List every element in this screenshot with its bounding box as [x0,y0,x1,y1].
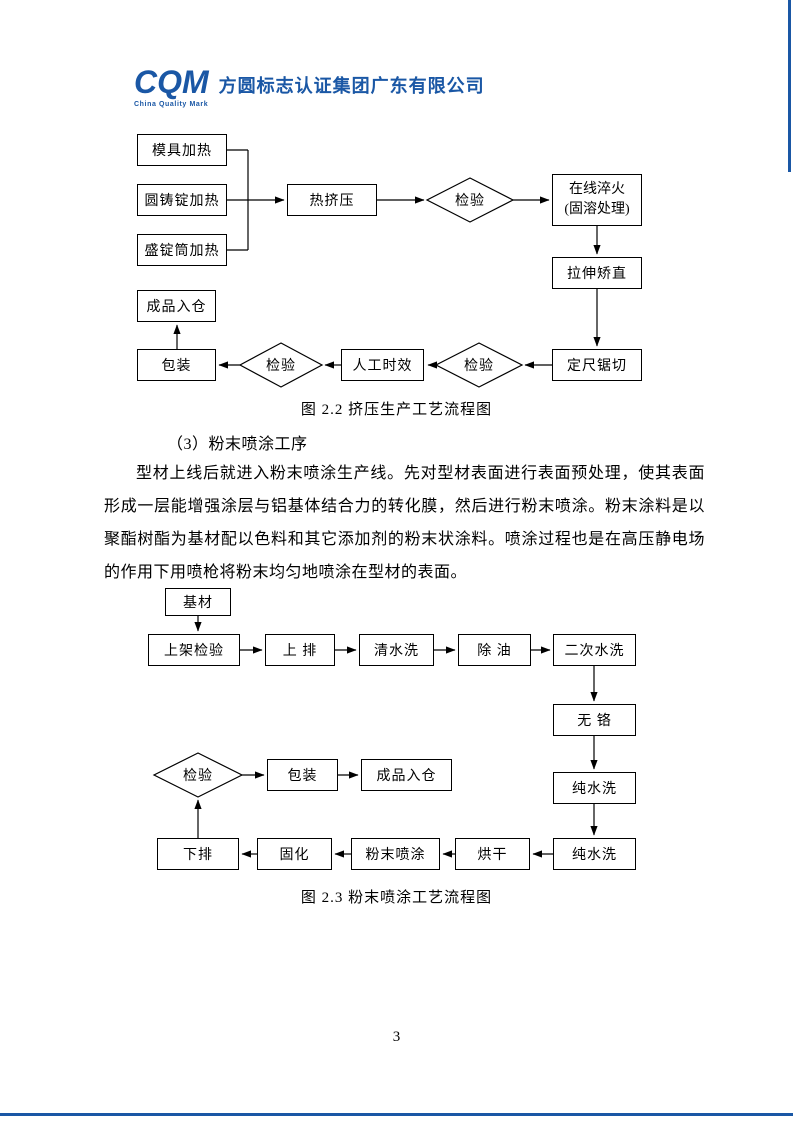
logo-text: CQM [134,64,209,100]
flow1-node-mold-heating: 模具加热 [137,134,227,166]
flow2-node-degrease: 除 油 [458,634,531,666]
flow2-node-base-material: 基材 [165,588,231,616]
flow2-node-pure-rinse-1: 纯水洗 [553,772,636,804]
flow1-inspection1-diamond [425,177,515,223]
flow1-node-cut-to-length: 定尺锯切 [552,349,642,381]
flow1-connectors [173,149,601,388]
flow1-node-inspection-1: 检验 [455,194,485,209]
figure-2-2-caption: 图 2.2 挤压生产工艺流程图 [300,402,493,418]
flow1-node-hot-extrusion: 热挤压 [287,184,377,216]
flow2-node-chrome-free: 无 铬 [553,704,636,736]
section-paragraph: 型材上线后就进入粉末喷涂生产线。先对型材表面进行表面预处理，使其表面形成一层能增… [104,465,705,581]
flow2-node-pure-rinse-2: 纯水洗 [553,838,636,870]
flow1-node-online-quenching: 在线淬火 (固溶处理) [552,174,642,226]
flow1-node-packing: 包装 [137,349,216,381]
flow2-node-second-rinse: 二次水洗 [553,634,636,666]
flow2-inspection-diamond [152,752,244,798]
page-number: 3 [392,1029,401,1045]
flow2-node-curing: 固化 [257,838,332,870]
flow1-node-stretch-straightening: 拉伸矫直 [552,257,642,289]
flow2-node-finished-goods-storage: 成品入仓 [361,759,452,791]
flow2-node-packing: 包装 [267,759,338,791]
flow2-node-powder-spraying: 粉末喷涂 [351,838,440,870]
company-name: 方圆标志认证集团广东有限公司 [218,76,485,96]
flow1-node-inspection-2: 检验 [464,359,494,374]
figure-2-3-caption: 图 2.3 粉末喷涂工艺流程图 [300,890,493,906]
page-border-bottom [0,1113,793,1116]
cqm-logo: CQM China Quality Mark [134,66,209,108]
flow1-node-round-ingot-heating: 圆铸锭加热 [137,184,227,216]
logo-subtext: China Quality Mark [134,101,209,108]
flow2-connectors [152,616,598,858]
section-heading: （3）粉末喷涂工序 [167,436,308,453]
flow1-inspection3-diamond [238,342,324,388]
page-border-right [788,0,791,172]
flow2-node-rack-inspection: 上架检验 [148,634,240,666]
flow1-node-inspection-3: 检验 [266,359,296,374]
flow1-inspection2-diamond [434,342,524,388]
flow2-node-drying: 烘干 [455,838,530,870]
flow2-node-rack-up: 上 排 [265,634,335,666]
page-header: CQM China Quality Mark 方圆标志认证集团广东有限公司 [134,66,485,108]
flow2-node-rack-down: 下排 [157,838,239,870]
flow2-node-inspection: 检验 [183,769,213,784]
flow1-node-ingot-container-heating: 盛锭筒加热 [137,234,227,266]
flow1-node-finished-goods-storage: 成品入仓 [137,290,216,322]
flow1-node-artificial-aging: 人工时效 [341,349,424,381]
flow2-node-water-rinse: 清水洗 [359,634,434,666]
